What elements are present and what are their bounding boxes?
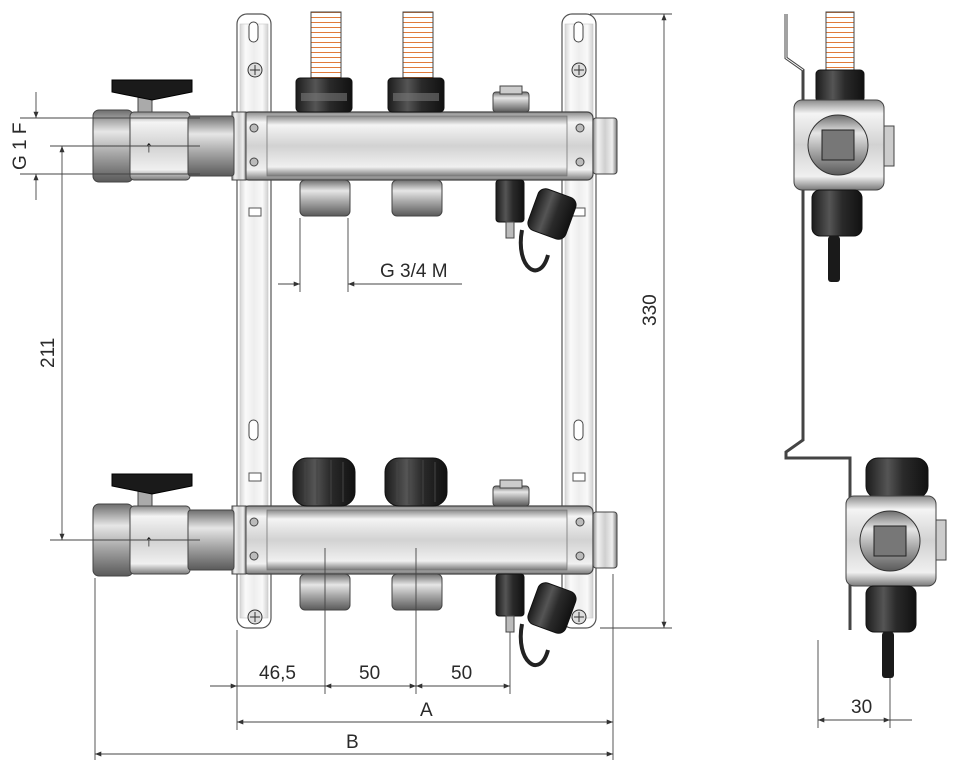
flow-meter-1 (295, 11, 353, 113)
supply-manifold-bar (231, 111, 618, 181)
label-g1f: G 1 F (10, 122, 31, 170)
dimension-lines (20, 13, 912, 760)
front-view: ↑ ↑ (92, 11, 618, 668)
label-330: 330 (640, 294, 661, 326)
ball-valve-supply: ↑ (92, 79, 235, 183)
air-vent-top (492, 85, 530, 113)
label-211: 211 (38, 338, 59, 368)
ball-valve-return: ↑ (92, 473, 235, 577)
valve-cap-2 (384, 457, 448, 507)
drain-valve-top (495, 179, 577, 273)
label-a: A (420, 700, 433, 721)
outlet-fittings-bottom (299, 573, 443, 611)
label-46-5: 46,5 (259, 663, 296, 684)
side-view (784, 11, 947, 678)
air-vent-bottom (492, 479, 530, 507)
drain-valve-bottom (495, 573, 577, 668)
valve-cap-1 (292, 457, 356, 507)
label-50-second: 50 (451, 663, 472, 684)
svg-text:↑: ↑ (145, 533, 153, 550)
flow-meter-2 (387, 11, 445, 113)
label-30: 30 (851, 697, 872, 718)
outlet-fittings-top (299, 179, 443, 217)
label-g34m: G 3/4 M (380, 261, 448, 282)
return-manifold-bar (231, 505, 618, 575)
label-b: B (346, 732, 359, 753)
svg-text:↑: ↑ (145, 139, 153, 156)
label-50-first: 50 (359, 663, 380, 684)
